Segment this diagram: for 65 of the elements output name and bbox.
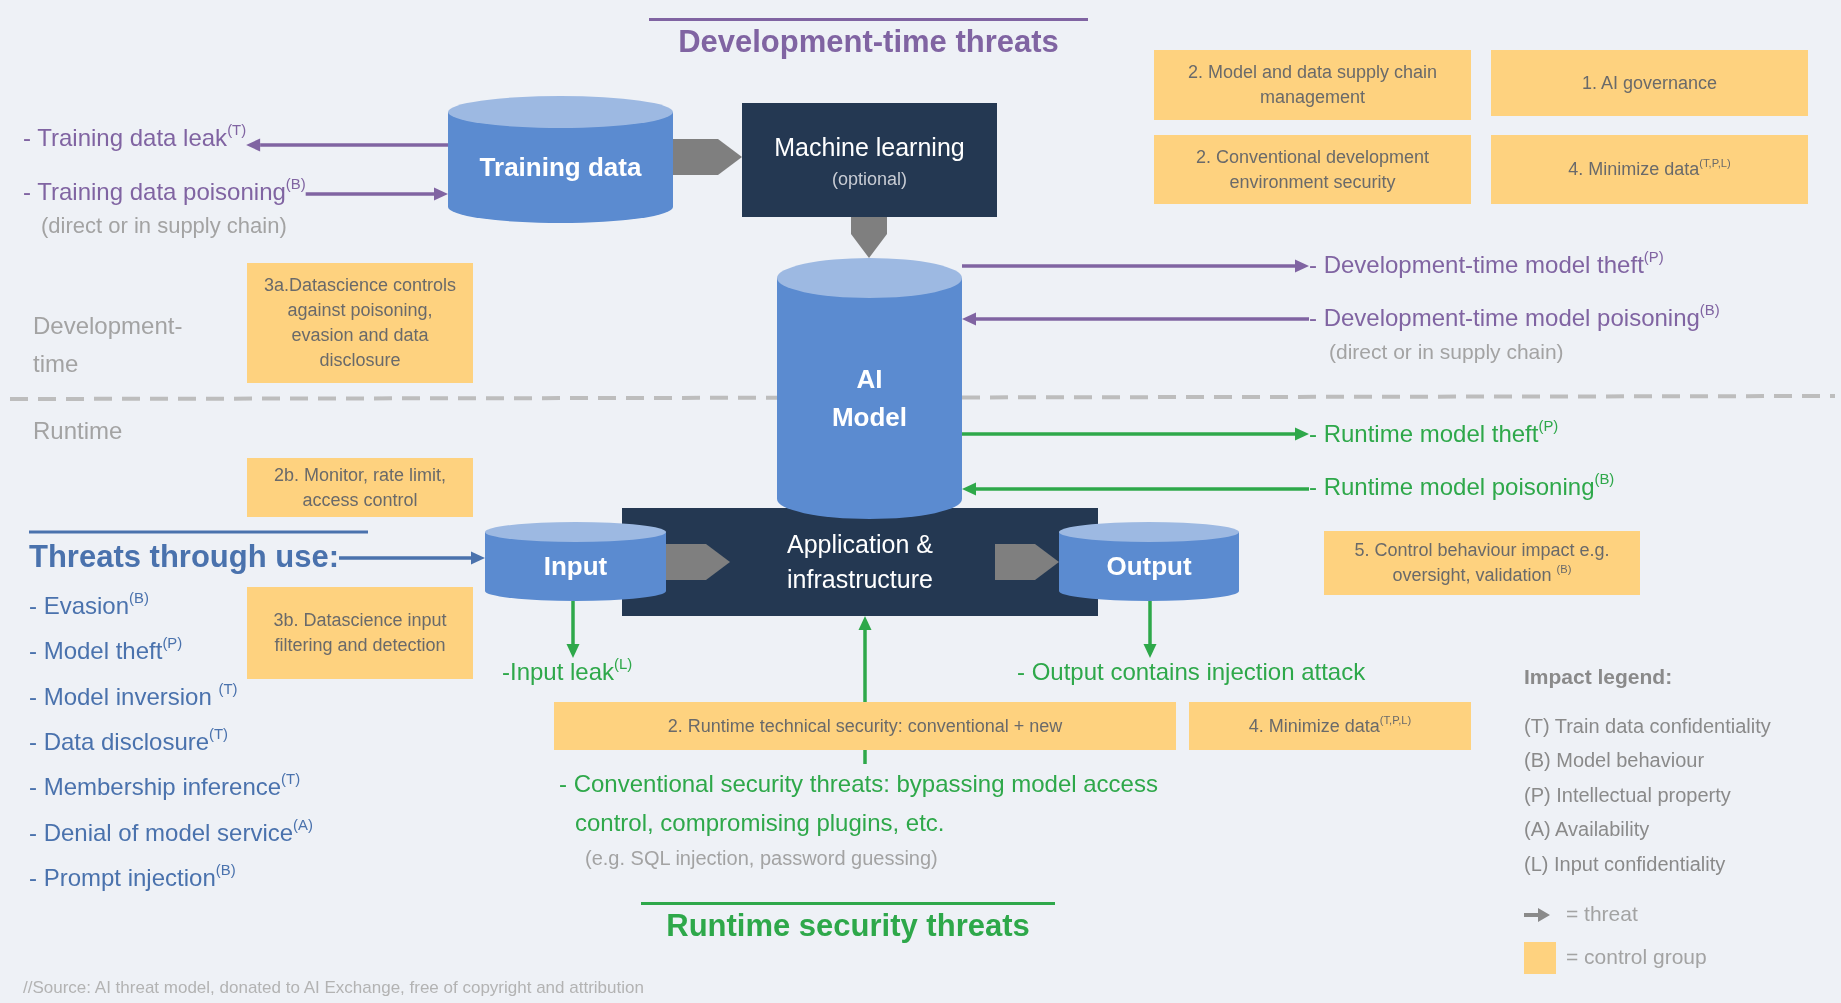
- arrow: [962, 259, 1309, 273]
- cylinder-label: Input: [543, 549, 608, 583]
- section-heading: Development-time threats: [649, 18, 1088, 61]
- threat-label: - Runtime model poisoning$^{(B)}$: [1309, 473, 1615, 502]
- control-box: 5. Control behaviour impact e.g. oversight, validation $^{(B)}$: [1324, 531, 1640, 595]
- threat-label: - Conventional security threats: bypassing model access control, compromising plugins, etc.: [559, 769, 1159, 838]
- legend-text: (B) Model behaviour: [1524, 748, 1705, 772]
- chevron-arrow: [995, 544, 1059, 580]
- arrow: [566, 601, 580, 658]
- arrow: [1143, 601, 1157, 658]
- threat-label: -Input leak$^{(L)}$: [502, 658, 633, 687]
- note-text: (direct or in supply chain): [1329, 338, 1564, 364]
- legend-text: = control group: [1566, 945, 1707, 969]
- threat-label: - Evasion$^{(B)}$: [29, 589, 149, 622]
- arrow: [246, 138, 448, 152]
- control-box: 3b. Datascience input filtering and detection: [247, 587, 473, 679]
- arrow: [962, 427, 1309, 441]
- zone-label: Runtime: [33, 417, 123, 446]
- control-box: 2. Model and data supply chain management: [1154, 50, 1471, 120]
- arrow: [305, 187, 448, 201]
- chevron-arrow: [851, 217, 887, 258]
- source-note: //Source: AI threat model, donated to AI Exchange, free of copyright and attribution: [23, 978, 644, 999]
- control-box: 2. Conventional development environment security: [1154, 135, 1471, 204]
- control-box: 4. Minimize data$^{(T,P,L)}$: [1189, 702, 1471, 750]
- process-box: [742, 103, 997, 217]
- threat-label: - Training data poisoning$^{(B)}$: [23, 178, 306, 207]
- legend-text: (L) Input confidentiality: [1524, 852, 1726, 876]
- arrow: [858, 616, 872, 702]
- control-box: 1. AI governance: [1491, 50, 1808, 116]
- arrow: [339, 551, 485, 565]
- threat-label: - Model theft$^{(P)}$: [29, 634, 183, 667]
- control-box: 4. Minimize data$^{(T,P,L)}$: [1491, 135, 1808, 204]
- threat-label: - Model inversion $^{(T)}$: [29, 679, 238, 712]
- threat-label: - Training data leak$^{(T)}$: [23, 124, 247, 153]
- zone-label: Development- time: [33, 311, 184, 379]
- legend-text: = threat: [1566, 902, 1638, 926]
- threat-label: - Prompt injection$^{(B)}$: [29, 860, 236, 893]
- cylinder-label: Output: [1106, 549, 1192, 583]
- arrow: [962, 312, 1309, 326]
- threat-label: - Runtime model theft$^{(P)}$: [1309, 420, 1559, 449]
- section-heading: Runtime security threats: [641, 902, 1055, 945]
- box-label: Machine learning: [774, 132, 965, 163]
- legend-text: (P) Intellectual property: [1524, 783, 1731, 807]
- threat-label: - Output contains injection attack: [1017, 658, 1366, 687]
- chevron-arrow: [666, 544, 730, 580]
- section-heading: Threats through use:: [29, 538, 339, 576]
- control-box: 2b. Monitor, rate limit, access control: [247, 458, 473, 517]
- legend-title: Impact legend:: [1524, 664, 1673, 690]
- legend-text: (A) Availability: [1524, 817, 1650, 841]
- threat-label: - Data disclosure$^{(T)}$: [29, 724, 229, 758]
- chevron-arrow: [673, 139, 742, 175]
- control-box: 2. Runtime technical security: conventional + new: [554, 702, 1176, 750]
- legend-text: (T) Train data confidentiality: [1524, 714, 1771, 738]
- box-sublabel: (optional): [831, 169, 907, 190]
- control-box: 3a.Datascience controls against poisoning, evasion and data disclosure: [247, 263, 473, 383]
- threat-label: - Membership inference$^{(T)}$: [29, 770, 301, 803]
- box-label: Application & infrastructure: [786, 529, 934, 595]
- threat-label: - Development-time model poisoning$^{(B)}$: [1309, 304, 1720, 333]
- arrow: [962, 482, 1309, 496]
- note-text: (e.g. SQL injection, password guessing): [585, 846, 938, 870]
- cylinder-label: Training data: [479, 150, 642, 184]
- threat-label: - Denial of model service$^{(A)}$: [29, 815, 313, 848]
- threat-label: - Development-time model theft$^{(P)}$: [1309, 251, 1664, 280]
- note-text: (direct or in supply chain): [41, 212, 287, 240]
- cylinder-label: AI Model: [830, 362, 909, 434]
